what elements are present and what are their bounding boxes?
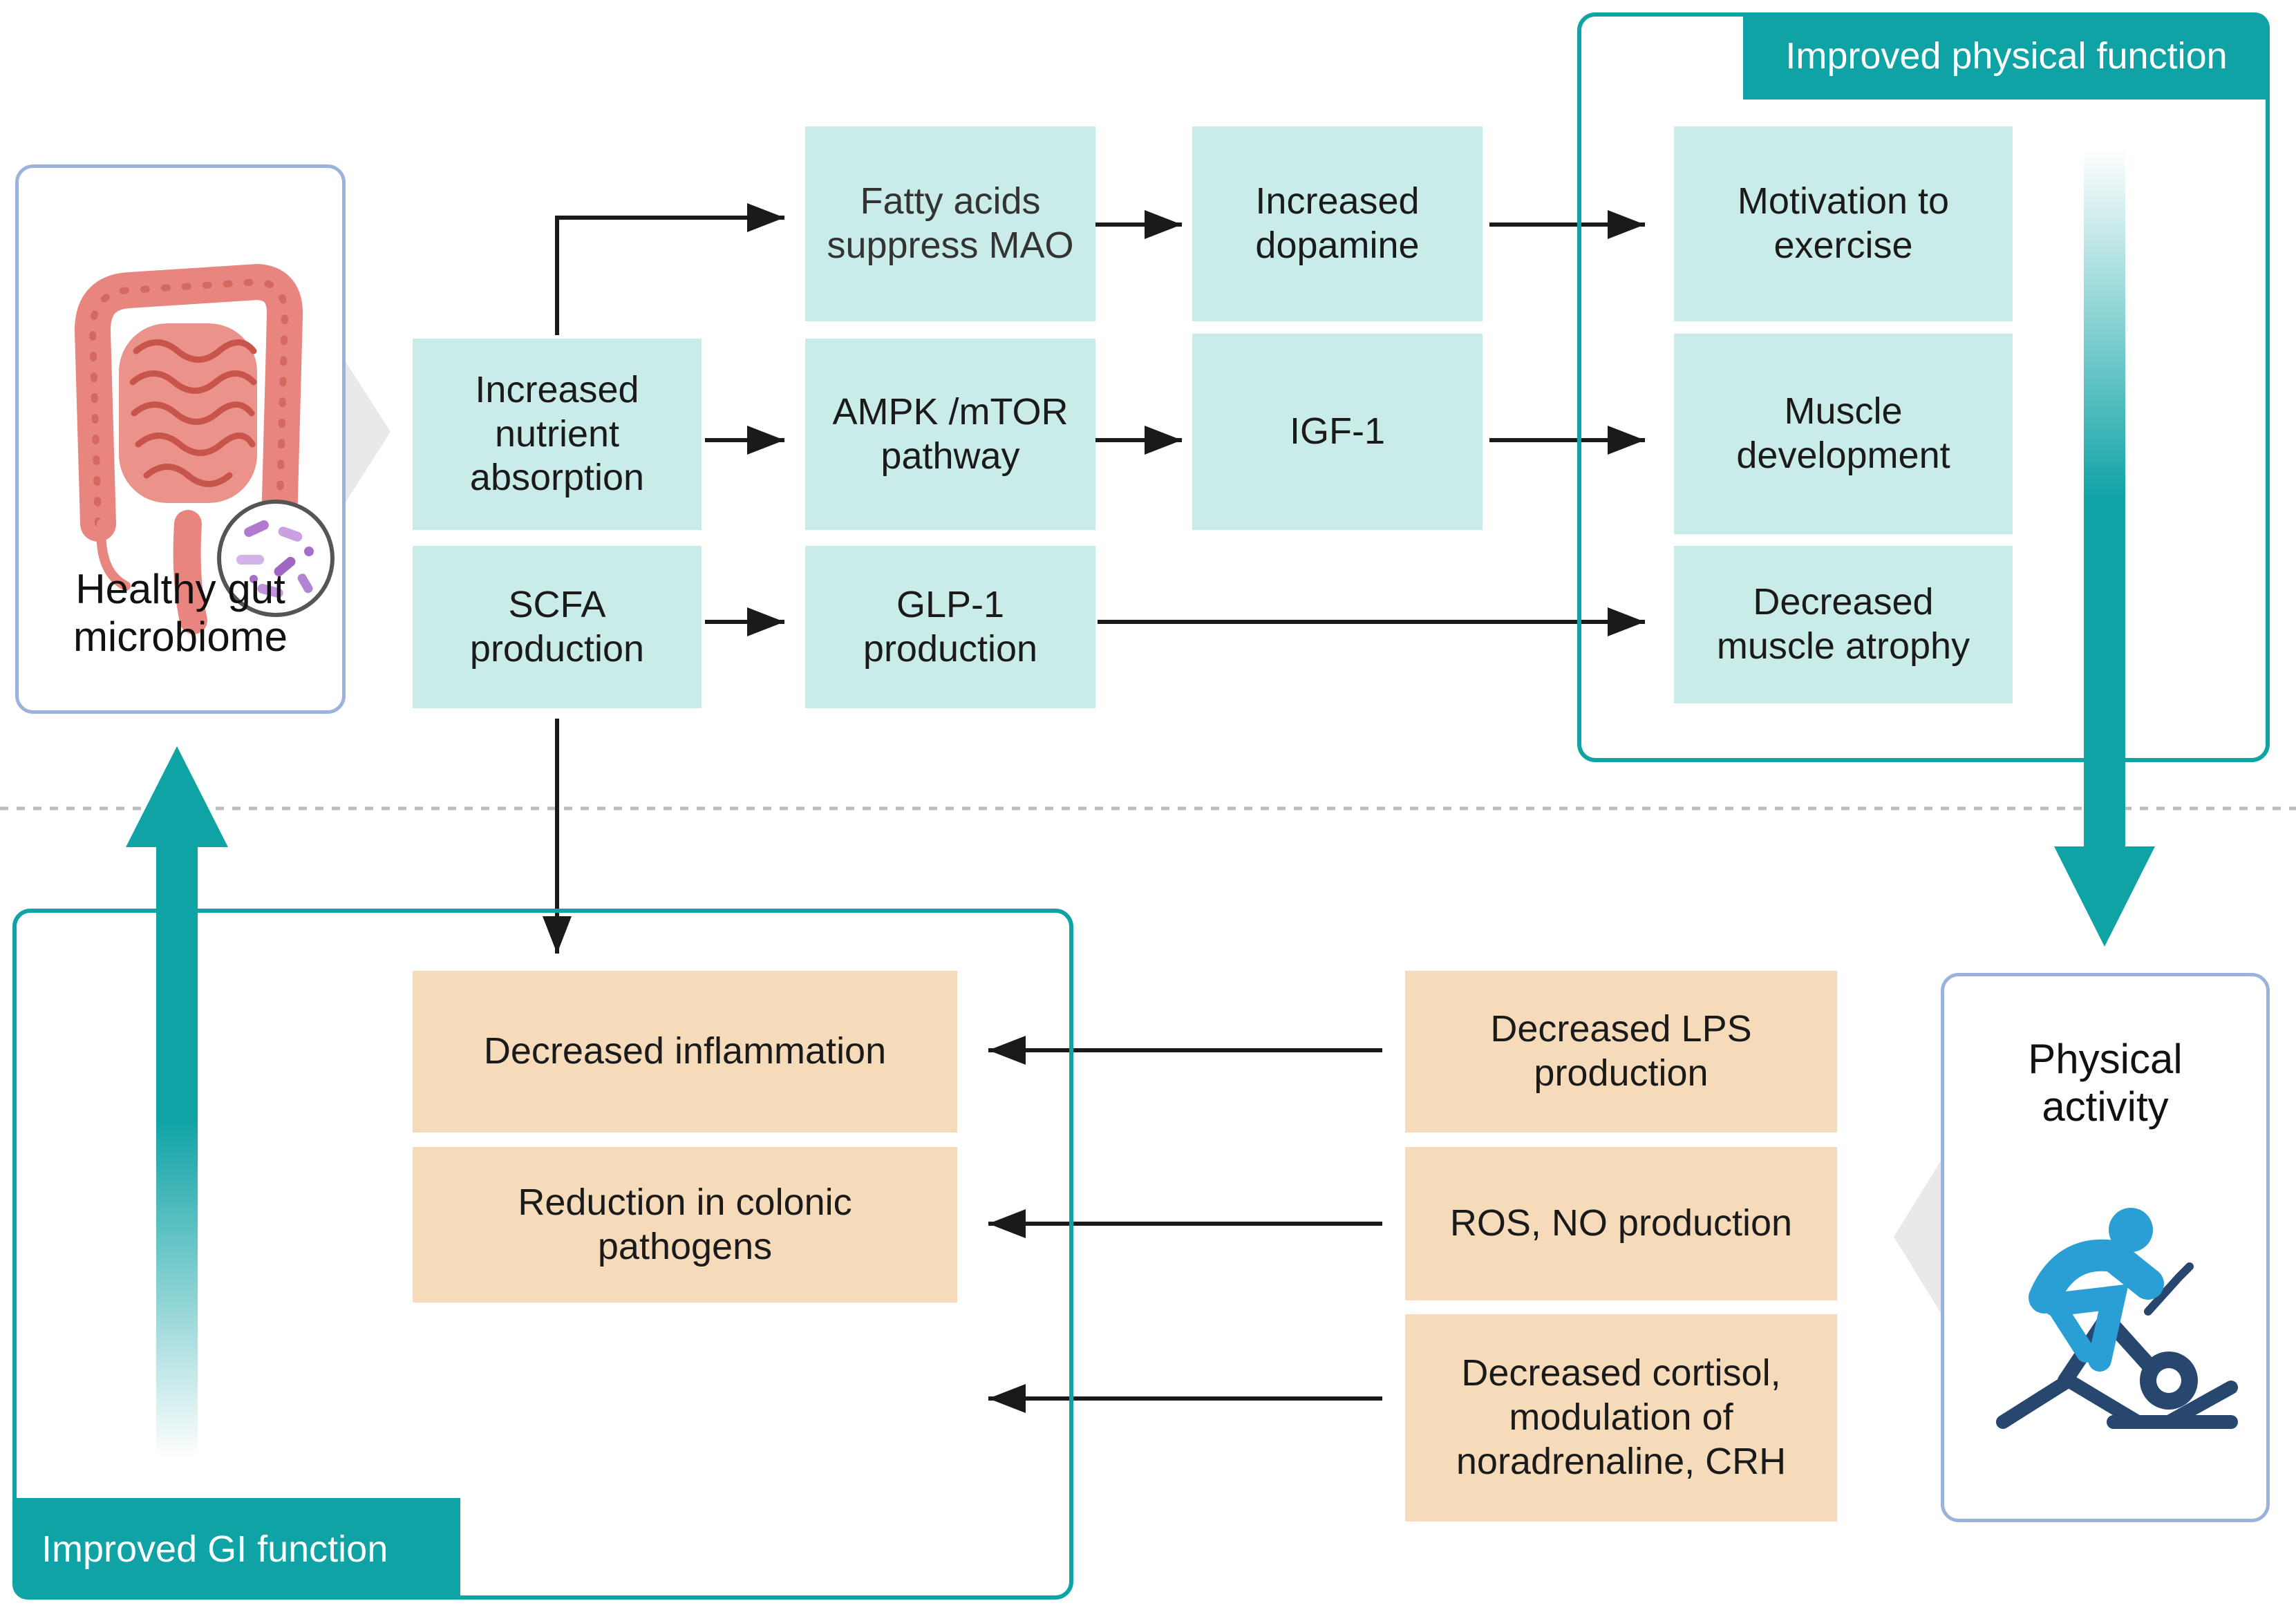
improved-physical-banner: Improved physical function (1743, 12, 2270, 99)
gi-up-arrow-shaft (156, 843, 198, 1458)
scfa-box: SCFA production (413, 546, 702, 708)
physical-down-arrow-shaft (2084, 149, 2125, 850)
gut-microbiome-label: Healthy gut microbiome (73, 566, 288, 660)
inflammation-label: Decreased inflammation (483, 1030, 887, 1072)
cortisol-label: Decreased cortisol, modulation of noradr… (1456, 1352, 1787, 1482)
cortisol-box: Decreased cortisol, modulation of noradr… (1405, 1314, 1837, 1522)
physical-activity-box: Physical activity (1941, 973, 2270, 1522)
muscle-development-label: Muscle development (1736, 390, 1950, 476)
nutrient-absorption-label: Increased nutrient absorption (469, 368, 645, 499)
pathogens-box: Reduction in colonic pathogens (413, 1147, 957, 1302)
activity-chevron (1894, 1161, 1941, 1313)
scfa-label: SCFA production (469, 583, 645, 670)
physical-activity-label: Physical activity (2028, 1036, 2183, 1130)
motivation-label: Motivation to exercise (1737, 180, 1950, 266)
fatty-acids-box: Fatty acids suppress MAO (805, 126, 1095, 321)
gut-chevron (344, 359, 390, 504)
muscle-atrophy-box: Decreased muscle atrophy (1674, 546, 2013, 703)
ampk-label: AMPK /mTOR pathway (832, 390, 1069, 477)
inflammation-box: Decreased inflammation (413, 971, 957, 1132)
muscle-development-box: Muscle development (1674, 334, 2013, 534)
improved-gi-banner: Improved GI function (12, 1498, 460, 1600)
pathogens-label: Reduction in colonic pathogens (518, 1181, 852, 1267)
arrow-nutrient-to-fatty (555, 203, 784, 335)
ros-box: ROS, NO production (1405, 1147, 1837, 1300)
nutrient-absorption-box: Increased nutrient absorption (413, 339, 702, 530)
improved-gi-frame (12, 909, 1073, 1600)
igf-label: IGF-1 (1289, 410, 1385, 453)
lps-box: Decreased LPS production (1405, 971, 1837, 1132)
igf-box: IGF-1 (1192, 334, 1483, 530)
muscle-atrophy-label: Decreased muscle atrophy (1716, 581, 1970, 667)
dopamine-label: Increased dopamine (1255, 180, 1420, 266)
motivation-box: Motivation to exercise (1674, 126, 2013, 321)
ampk-box: AMPK /mTOR pathway (805, 339, 1095, 530)
gut-microbiome-box: Healthy gut microbiome (15, 164, 346, 714)
ros-label: ROS, NO production (1449, 1202, 1793, 1244)
improved-physical-label: Improved physical function (1785, 35, 2228, 77)
physical-down-arrow-head (2054, 846, 2155, 947)
fatty-acids-label: Fatty acids suppress MAO (827, 180, 1074, 266)
improved-gi-label: Improved GI function (41, 1528, 388, 1570)
intestine-with-bacteria-icon (74, 263, 335, 634)
dopamine-box: Increased dopamine (1192, 126, 1483, 321)
exercise-bike-icon (1996, 1208, 2238, 1429)
glp-box: GLP-1 production (805, 546, 1095, 708)
lps-label: Decreased LPS production (1490, 1008, 1752, 1094)
glp-label: GLP-1 production (863, 583, 1038, 670)
gi-up-arrow-head (126, 746, 228, 847)
